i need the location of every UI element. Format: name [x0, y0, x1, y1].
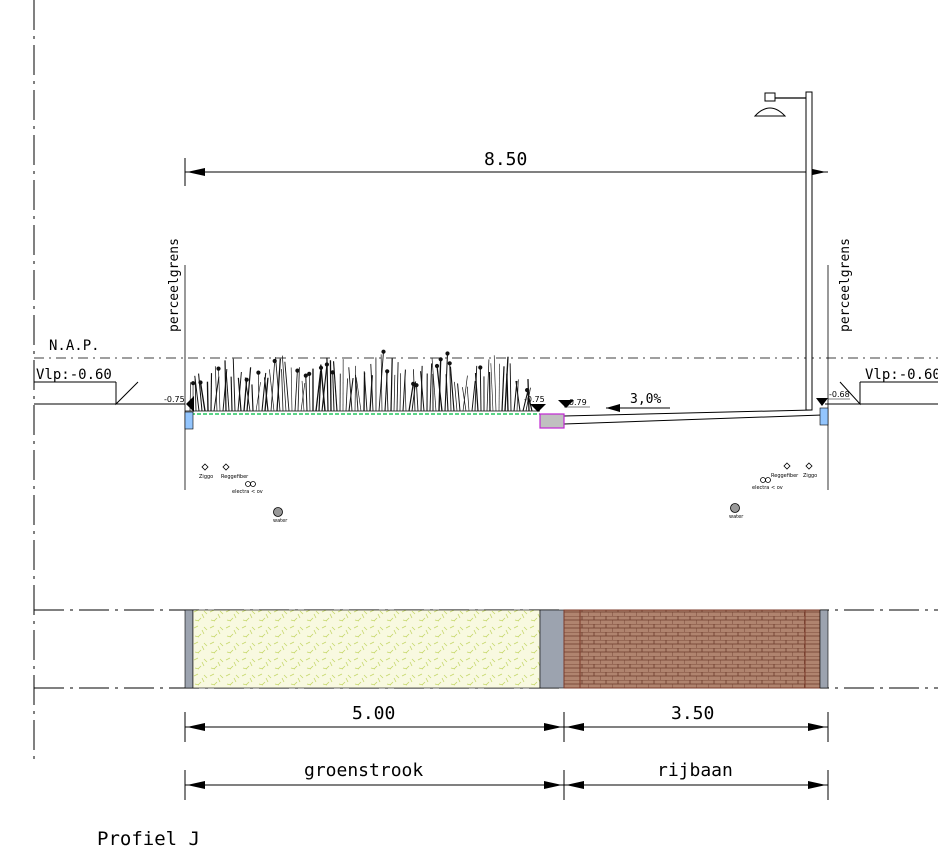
- vlp-left-marker: Vlp:-0.60: [34, 367, 185, 406]
- slope-annotation: 3,0%: [606, 392, 670, 412]
- svg-text:Ziggo: Ziggo: [803, 473, 817, 479]
- utilities-left: Ziggo Reggefiber electra < ov water: [199, 463, 288, 524]
- svg-text:water: water: [729, 514, 744, 520]
- plan-curb-left: [563, 609, 581, 689]
- boundary-label-right: perceelgrens: [838, 238, 853, 332]
- zone-1-label: groenstrook: [304, 760, 423, 781]
- boundary-label-left: perceelgrens: [167, 238, 182, 332]
- boundary-marker-right: [819, 407, 829, 426]
- slope-label: 3,0%: [630, 392, 661, 407]
- street-lamp: [753, 91, 813, 411]
- boundary-marker-left: [184, 411, 194, 430]
- svg-text:-0.75: -0.75: [524, 395, 545, 404]
- zone-labels: groenstrook rijbaan: [184, 760, 829, 800]
- level-left-edge: -0.75: [164, 395, 194, 412]
- plan-view: [34, 609, 938, 689]
- svg-text:electra < ov: electra < ov: [232, 489, 263, 495]
- dimension-total-label: 8.50: [484, 149, 527, 170]
- dimension-total: 8.50: [184, 149, 828, 186]
- plan-edge-right: [819, 609, 829, 689]
- vlp-right-label: Vlp:-0.60: [865, 367, 938, 383]
- dimension-1-label: 5.00: [352, 703, 395, 724]
- level-planting-edge: -0.75: [524, 395, 546, 412]
- svg-text:-0.75: -0.75: [164, 395, 185, 404]
- svg-text:-0.68: -0.68: [829, 390, 850, 399]
- ground-surface: [185, 409, 823, 425]
- level-right-edge: -0.68: [816, 390, 850, 406]
- vlp-left-label: Vlp:-0.60: [36, 367, 112, 383]
- plan-green-strip: [192, 609, 541, 689]
- svg-text:Ziggo: Ziggo: [199, 474, 213, 480]
- profile-title: Profiel J: [97, 828, 200, 850]
- planting-vegetation: [189, 349, 533, 412]
- plan-gutter: [539, 609, 565, 689]
- level-gutter: -0.79: [558, 398, 590, 408]
- svg-text:electra < ov: electra < ov: [752, 485, 783, 491]
- vlp-right-marker: Vlp:-0.60: [825, 367, 938, 406]
- gutter-block: [539, 413, 565, 429]
- plan-curb-right: [804, 609, 821, 689]
- svg-text:water: water: [273, 518, 288, 524]
- utilities-right: Reggefiber Ziggo electra < ov water: [729, 462, 817, 520]
- plan-edge-left: [184, 609, 194, 689]
- nap-label: N.A.P.: [49, 338, 100, 354]
- svg-text:Reggefiber: Reggefiber: [221, 474, 249, 480]
- svg-text:Reggefiber: Reggefiber: [771, 473, 799, 479]
- zone-2-label: rijbaan: [657, 760, 733, 781]
- dimension-segments: 5.00 3.50: [184, 703, 829, 742]
- svg-text:-0.79: -0.79: [566, 398, 587, 407]
- dimension-2-label: 3.50: [671, 703, 714, 724]
- plan-road-bricks: [579, 609, 806, 689]
